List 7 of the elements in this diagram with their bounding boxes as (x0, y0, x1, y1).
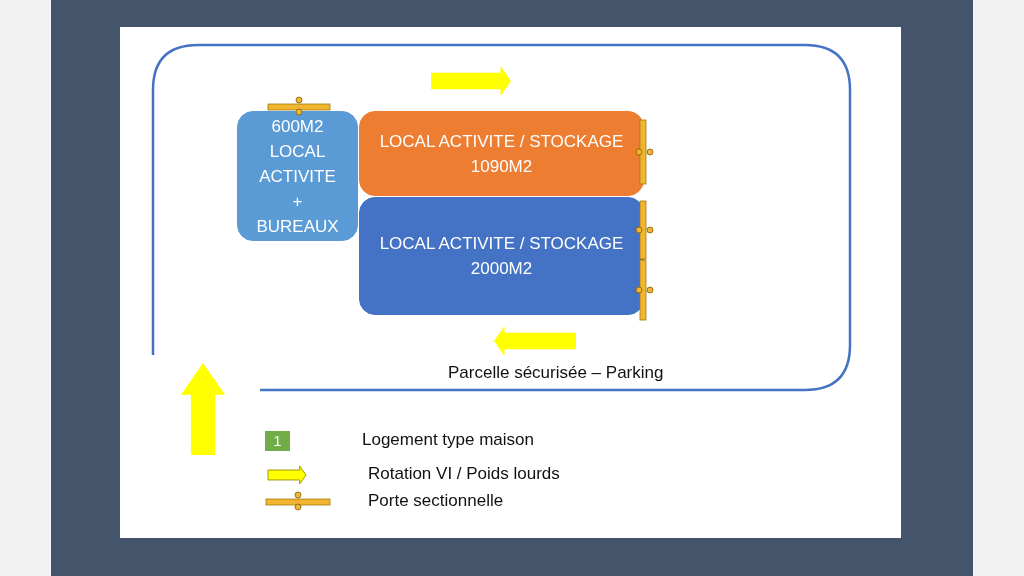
legend-swatch: 1 (265, 431, 290, 451)
building-block: 600M2 LOCAL ACTIVITE + BUREAUX (237, 111, 358, 241)
area-label: Parcelle sécurisée – Parking (448, 363, 664, 383)
building-block: LOCAL ACTIVITE / STOCKAGE 1090M2 (359, 111, 644, 196)
legend-text: Logement type maison (362, 430, 534, 450)
legend-text: Rotation VI / Poids lourds (368, 464, 560, 484)
legend-text: Porte sectionnelle (368, 491, 504, 511)
